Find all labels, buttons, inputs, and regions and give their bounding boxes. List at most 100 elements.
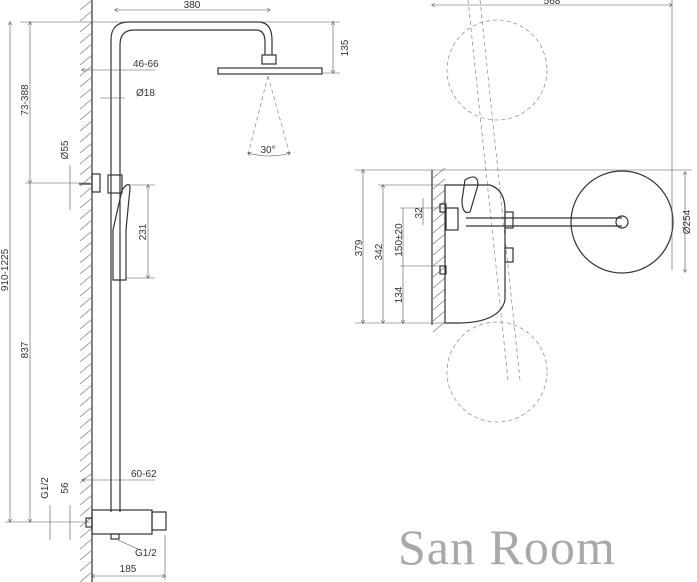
lever-handle: [461, 176, 479, 214]
wall-hatch-line: [79, 10, 93, 22]
dim-handshower-length: 231: [138, 223, 149, 240]
wall-hatch-line: [79, 252, 93, 264]
wall-hatch-line: [432, 222, 446, 234]
dim-total-height: 910-1225: [0, 248, 11, 291]
rain-shower-head: [217, 67, 323, 75]
watermark: San Room: [398, 519, 616, 575]
wall-hatch-line: [79, 186, 93, 198]
wall-hatch-line: [79, 230, 93, 242]
wall-hatch-line: [79, 98, 93, 110]
wall-hatch-line: [79, 109, 93, 121]
wall-hatch-line: [79, 54, 93, 66]
wall-hatch-line: [79, 76, 93, 88]
wall-hatch-line: [79, 362, 93, 374]
dim-wall-offset-top: 46-66: [133, 59, 159, 70]
wall-hatch-line: [79, 219, 93, 231]
dim-center-range: 150±20: [394, 223, 405, 257]
top-view: [431, 0, 674, 423]
wall-hatch-line: [79, 340, 93, 352]
wall-hatch-line: [432, 321, 446, 333]
wall-hatch-line: [79, 263, 93, 275]
dim-bar-height: 837: [20, 341, 31, 358]
wall-hatch-line: [79, 153, 93, 165]
wall-hatch-line: [432, 211, 446, 223]
wall-hatch-line: [79, 450, 93, 462]
dim-lower-offset: 134: [394, 286, 405, 303]
front-dimensions: [5, 10, 340, 580]
dim-small-offset: 32: [414, 207, 425, 219]
wall-hatch-line: [79, 505, 93, 517]
wall-hatch-line: [79, 384, 93, 396]
dim-adjust-range: 73-388: [20, 84, 31, 116]
wall-hatch-line: [432, 255, 446, 267]
wall-hatch-line: [79, 560, 93, 572]
wall-hatch-line: [79, 472, 93, 484]
wall-hatch-line: [79, 32, 93, 44]
wall-hatch-line: [432, 178, 446, 190]
dim-inlet-thread: G1/2: [40, 477, 51, 499]
wall-hatch-line: [79, 417, 93, 429]
wall-hatch-line: [79, 329, 93, 341]
wall-hatch-line: [79, 406, 93, 418]
top-dimension-labels: 568 Ø254 379 342 150±20 32 134: [354, 0, 693, 303]
wall-hatch-line: [79, 439, 93, 451]
wall-hatch-line: [79, 274, 93, 286]
wall-hatch-line: [79, 142, 93, 154]
wall-hatch-line: [432, 310, 446, 322]
wall-hatch-line: [79, 0, 93, 11]
hand-shower: [112, 183, 131, 281]
top-dimensions: [355, 0, 692, 323]
dim-body-inner: 342: [374, 243, 385, 260]
wall-hatch-line: [79, 241, 93, 253]
wall-hatch-line: [79, 461, 93, 473]
wall-hatch-line: [79, 208, 93, 220]
dim-spray-angle: 30°: [260, 145, 275, 156]
wall-hatch-line: [432, 299, 446, 311]
wall-hatch-line: [79, 351, 93, 363]
mixer-body-top: [444, 184, 506, 324]
wall-hatch-line: [79, 527, 93, 539]
shower-column: [79, 21, 323, 551]
head-position-upper: [446, 19, 548, 121]
rain-head-circle: [570, 170, 674, 274]
wall-hatch-line: [79, 494, 93, 506]
wall-hatch-line: [432, 189, 446, 201]
dim-inlet-spacing: 56: [60, 482, 71, 494]
dim-pipe-diameter: Ø18: [136, 88, 155, 99]
wall-hatch-line: [432, 167, 446, 179]
wall-hatch-line: [432, 266, 446, 278]
wall-hatch-line: [79, 87, 93, 99]
wall-hatch-line: [79, 307, 93, 319]
wall-hatch-line: [79, 65, 93, 77]
wall-hatch-line: [432, 200, 446, 212]
wall-hatch-line: [79, 538, 93, 550]
dim-width: 568: [544, 0, 561, 7]
wall-hatch-line: [79, 428, 93, 440]
wall-hatch-line: [79, 296, 93, 308]
dim-mixer-depth: 185: [120, 564, 137, 575]
dim-head-height: 135: [340, 39, 351, 56]
wall-hatch-line: [79, 483, 93, 495]
wall-hatch-line: [79, 571, 93, 582]
wall-hatch-line: [79, 197, 93, 209]
thermostatic-mixer: [91, 509, 153, 535]
wall-hatch-line: [79, 131, 93, 143]
wall-hatch-line: [79, 21, 93, 33]
wall-hatch-line: [79, 395, 93, 407]
wall-hatch-left: [79, 0, 93, 582]
dim-wall-offset-bottom: 60-62: [131, 469, 157, 480]
wall-hatch-line: [79, 285, 93, 297]
dim-head-diameter: Ø254: [682, 209, 693, 234]
wall-hatch-line: [432, 233, 446, 245]
head-position-lower: [446, 321, 548, 423]
wall-hatch-line: [79, 549, 93, 561]
dim-outlet-thread: G1/2: [135, 548, 157, 559]
dim-body-depth: 379: [354, 239, 365, 256]
dim-flange-diameter: Ø55: [60, 140, 71, 159]
wall-hatch-line: [79, 318, 93, 330]
wall-hatch-line: [79, 120, 93, 132]
wall-hatch-line: [79, 164, 93, 176]
dim-arm-length: 380: [184, 0, 201, 11]
